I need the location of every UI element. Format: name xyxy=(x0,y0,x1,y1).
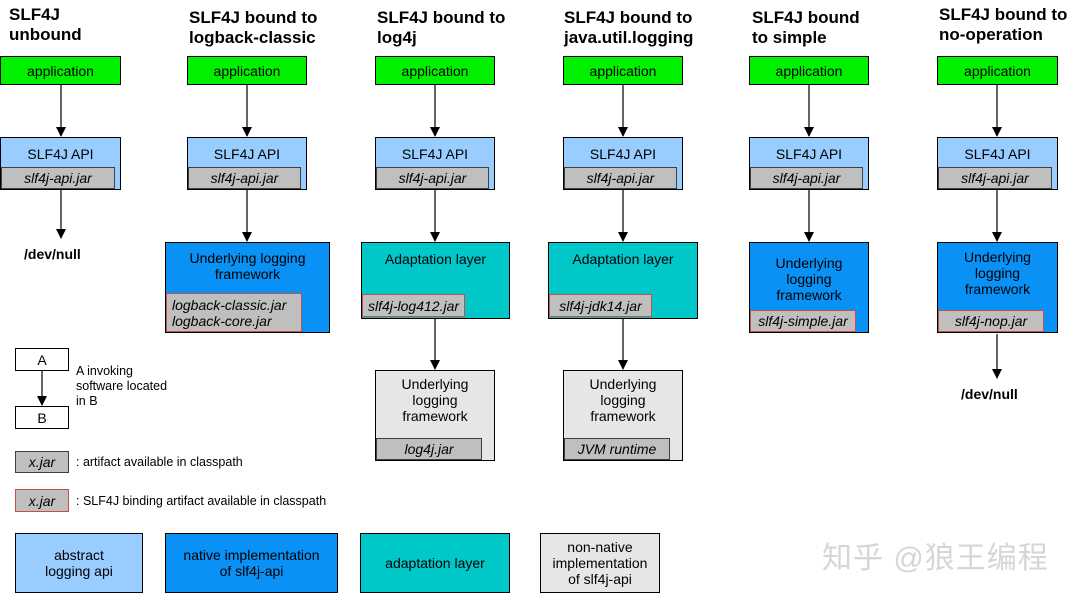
col4-application-box: application xyxy=(563,56,683,85)
col2-application-box: application xyxy=(187,56,307,85)
col4-framework-jar: JVM runtime xyxy=(564,438,670,460)
col6-api-box: SLF4J API slf4j-api.jar xyxy=(937,137,1058,190)
col4-binding-jar: slf4j-jdk14.jar xyxy=(549,294,652,317)
col2-api-jar: slf4j-api.jar xyxy=(188,167,301,189)
col3-framework-jar: log4j.jar xyxy=(376,438,482,460)
col6-api-jar: slf4j-api.jar xyxy=(938,167,1052,189)
legend-artifact-jar: x.jar xyxy=(15,451,69,473)
col3-api-jar: slf4j-api.jar xyxy=(376,167,489,189)
col5-application-box: application xyxy=(749,56,869,85)
col3-adaptation-box: Adaptation layer slf4j-log412.jar xyxy=(361,242,510,319)
col4-adaptation-box: Adaptation layer slf4j-jdk14.jar xyxy=(548,242,698,319)
col5-api-jar: slf4j-api.jar xyxy=(750,167,863,189)
col1-application-box: application xyxy=(0,56,121,85)
col2-api-box: SLF4J API slf4j-api.jar xyxy=(187,137,307,190)
col1-devnull: /dev/null xyxy=(24,246,81,262)
legend-box-b: B xyxy=(15,406,69,429)
col1-api-box: SLF4J API slf4j-api.jar xyxy=(0,137,121,190)
col6-binding-jar: slf4j-nop.jar xyxy=(938,310,1044,332)
col3-application-box: application xyxy=(375,56,495,85)
legend-artifact-text: : artifact available in classpath xyxy=(76,455,243,469)
legend-binding-jar: x.jar xyxy=(15,489,69,512)
col5-api-box: SLF4J API slf4j-api.jar xyxy=(749,137,869,190)
legend-box-a: A xyxy=(15,348,69,371)
col5-binding-jar: slf4j-simple.jar xyxy=(750,310,856,332)
col6-application-box: application xyxy=(937,56,1058,85)
col3-binding-jar: slf4j-log412.jar xyxy=(362,294,465,317)
col4-api-box: SLF4J API slf4j-api.jar xyxy=(563,137,683,190)
col1-api-jar: slf4j-api.jar xyxy=(1,167,115,189)
legend-swatch-adaptation: adaptation layer xyxy=(360,533,510,593)
legend-binding-text: : SLF4J binding artifact available in cl… xyxy=(76,494,327,508)
col6-devnull: /dev/null xyxy=(961,386,1018,402)
watermark: 知乎 @狼王编程 xyxy=(822,542,1049,575)
col4-api-jar: slf4j-api.jar xyxy=(564,167,677,189)
col3-api-box: SLF4J API slf4j-api.jar xyxy=(375,137,495,190)
